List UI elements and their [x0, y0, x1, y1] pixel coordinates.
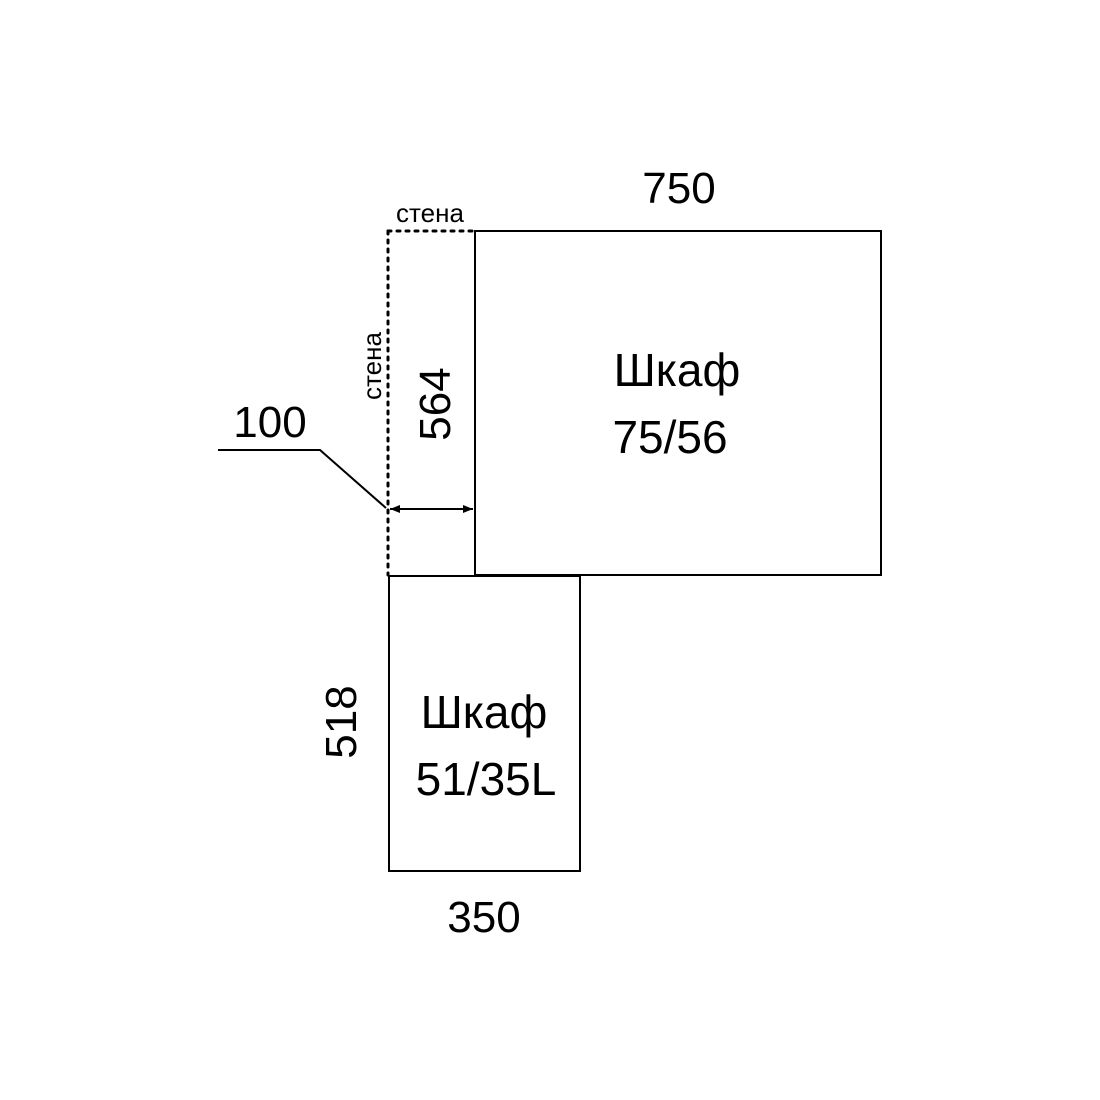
cabinet-small-depth-dim: 518 — [317, 685, 366, 758]
cabinet-small-outline — [388, 575, 581, 872]
cabinet-large-name: Шкаф — [614, 344, 741, 396]
gap-dimension-label: 100 — [233, 398, 306, 447]
cabinet-large-width-dim: 750 — [642, 164, 715, 213]
cabinet-small-width-dim: 350 — [447, 893, 520, 942]
cabinet-small-name: Шкаф — [421, 686, 548, 738]
cabinet-large-outline — [474, 230, 882, 576]
wall-side-label: стена — [357, 332, 387, 400]
cabinet-large-model: 75/56 — [612, 411, 727, 463]
cabinet-small-model: 51/35L — [416, 753, 557, 805]
cabinet-large-depth-dim: 564 — [411, 367, 460, 440]
wall-top-label: стена — [396, 198, 464, 228]
gap-leader-line — [218, 449, 387, 509]
